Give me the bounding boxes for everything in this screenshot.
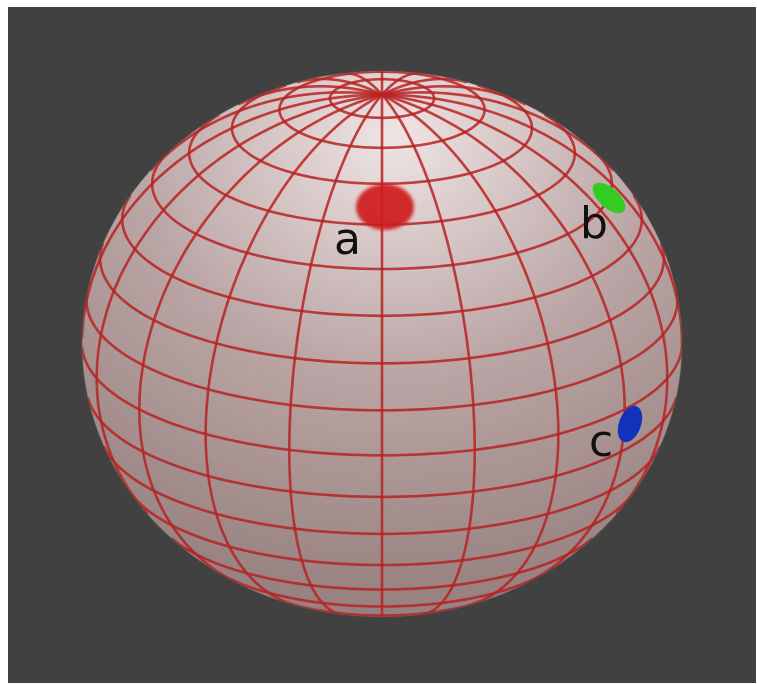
- parallel-line: [288, 602, 384, 617]
- parallel-line: [380, 291, 679, 412]
- label-c: c: [589, 416, 613, 467]
- parallel-line: [220, 573, 384, 608]
- meridian-line: [380, 93, 476, 616]
- marker-c: [617, 405, 643, 443]
- label-a: a: [334, 214, 361, 265]
- meridian-line: [296, 77, 384, 96]
- parallel-line: [187, 113, 384, 226]
- parallel-line: [380, 493, 633, 567]
- meridian-line: [288, 93, 384, 616]
- parallel-line: [82, 346, 384, 457]
- parallel-line: [380, 573, 544, 608]
- meridian-line: [204, 93, 384, 607]
- markers: [356, 182, 643, 443]
- sphere-rim: [81, 70, 683, 618]
- parallel-line: [380, 150, 614, 271]
- parallel-line: [380, 113, 577, 226]
- meridian-line: [149, 91, 384, 171]
- parallel-line: [103, 446, 384, 536]
- parallel-line: [380, 397, 678, 499]
- parallel-line: [380, 342, 682, 457]
- label-b: b: [580, 198, 608, 249]
- parallel-line: [328, 77, 436, 120]
- meridian-line: [82, 93, 384, 339]
- parallel-line: [278, 71, 486, 150]
- meridian-line: [380, 91, 615, 171]
- sphere-grid: [82, 71, 682, 617]
- parallel-line: [131, 493, 384, 567]
- parallel-line: [98, 242, 384, 365]
- meridian-line: [380, 93, 560, 607]
- parallel-line: [380, 242, 666, 365]
- meridian-line: [380, 93, 627, 583]
- meridian-line: [95, 93, 384, 515]
- parallel-line: [380, 537, 594, 591]
- marker-labels: a b c: [334, 198, 613, 467]
- parallel-line: [230, 84, 384, 186]
- meridian-line: [380, 93, 682, 346]
- meridian-line: [137, 93, 384, 583]
- parallel-line: [380, 602, 476, 617]
- parallel-line: [380, 446, 661, 536]
- parallel-line: [120, 194, 384, 318]
- parallel-line: [150, 150, 384, 271]
- parallel-line: [85, 291, 384, 412]
- meridian-line: [380, 93, 669, 515]
- meridian-line: [380, 77, 468, 96]
- parallel-line: [170, 537, 384, 591]
- parallel-line: [86, 397, 384, 499]
- marker-a: [356, 184, 414, 230]
- sphere: [81, 70, 683, 618]
- parallel-line: [380, 194, 644, 318]
- marker-b: [592, 182, 626, 214]
- parallel-line: [380, 84, 534, 186]
